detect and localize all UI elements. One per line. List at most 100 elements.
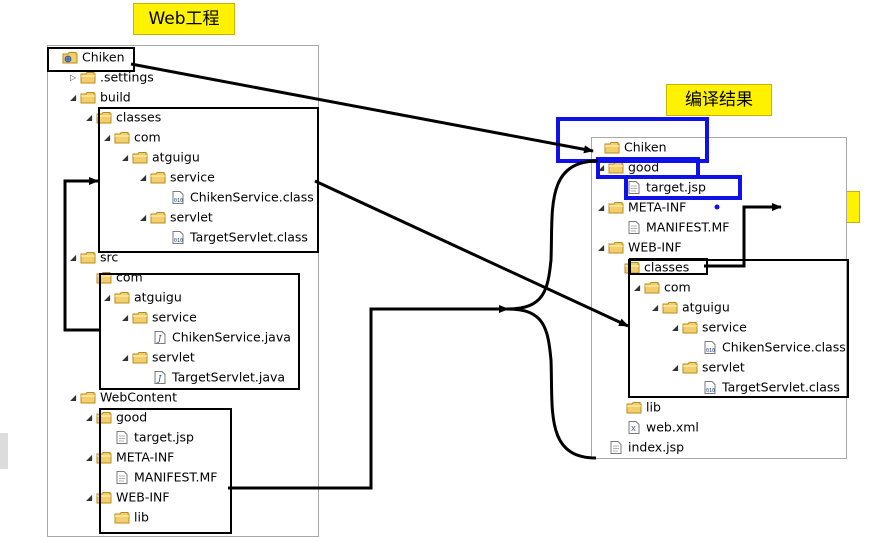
left-tree-item[interactable]: ◢ build xyxy=(70,87,131,107)
expander-icon[interactable]: ◢ xyxy=(70,392,77,402)
right-tree-item[interactable]: target.jsp xyxy=(616,177,706,197)
expander-icon[interactable]: ◢ xyxy=(140,212,147,222)
right-tree-item[interactable]: lib xyxy=(616,397,661,417)
expander-icon[interactable]: ▷ xyxy=(70,72,77,82)
left-tree-item[interactable]: ◢service xyxy=(122,307,197,327)
tree-item-label: TargetServlet.class xyxy=(722,379,840,395)
left-tree-item[interactable]: ◢atguigu xyxy=(122,147,200,167)
expander-icon[interactable]: ◢ xyxy=(634,282,641,292)
right-tree-item[interactable]: MANIFEST.MF xyxy=(616,217,730,237)
left-tree-item[interactable]: ◢classes xyxy=(86,107,161,127)
tree-item-label: META-INF xyxy=(116,449,175,465)
expander-icon[interactable]: ◢ xyxy=(104,292,111,302)
class-icon: 010 xyxy=(702,339,722,354)
expander-icon[interactable]: ◢ xyxy=(86,492,93,502)
expander-icon[interactable]: ◢ xyxy=(104,132,111,142)
tree-item-label: WEB-INF xyxy=(116,489,170,505)
java-icon: J xyxy=(152,329,172,344)
tree-item-label: src xyxy=(100,249,119,265)
expander-icon[interactable]: ◢ xyxy=(70,252,77,262)
folder-icon xyxy=(114,509,134,524)
tree-item-label: META-INF xyxy=(628,199,687,215)
expander-icon[interactable]: ◢ xyxy=(122,312,129,322)
right-tree-item[interactable]: ◢service xyxy=(672,317,747,337)
left-project-explorer xyxy=(47,45,319,537)
left-tree-item[interactable]: ◢service xyxy=(140,167,215,187)
folder-icon xyxy=(114,129,134,144)
left-tree-item[interactable]: ◢WebContent xyxy=(70,387,177,407)
tree-item-label: web.xml xyxy=(646,419,699,435)
left-tree-item[interactable]: ▷.settings xyxy=(70,67,154,87)
left-tree-item[interactable]: Chiken xyxy=(52,47,125,67)
tree-item-label: classes xyxy=(644,259,690,275)
right-tree-item[interactable]: Chiken xyxy=(594,137,667,157)
tree-item-label: servlet xyxy=(152,349,195,365)
tree-item-label: lib xyxy=(134,509,149,525)
right-tree-item[interactable]: ◢servlet xyxy=(672,357,745,377)
left-project-root-box xyxy=(47,47,135,72)
right-tree-item[interactable]: ◢atguigu xyxy=(652,297,730,317)
right-tree-item[interactable]: ◢good xyxy=(598,157,659,177)
expander-icon[interactable]: ◢ xyxy=(672,362,679,372)
file-icon xyxy=(626,219,646,234)
right-tree-item[interactable]: ◢ META-INF xyxy=(598,197,686,217)
left-tree-item[interactable]: target.jsp xyxy=(104,427,194,447)
expander-icon[interactable]: ◢ xyxy=(598,242,605,252)
xml-icon: X xyxy=(626,419,646,434)
class-icon: 010 xyxy=(702,379,722,394)
expander-icon[interactable]: ◢ xyxy=(70,92,77,102)
folder-icon xyxy=(682,359,702,374)
folder-icon xyxy=(682,319,702,334)
expander-icon[interactable]: ◢ xyxy=(86,412,93,422)
expander-icon[interactable]: ◢ xyxy=(122,152,129,162)
callout-web-project: Web工程 xyxy=(133,3,235,35)
left-tree-item[interactable]: ◢ servlet xyxy=(122,347,195,367)
tree-item-label: TargetServlet.class xyxy=(190,229,308,245)
marker-dot xyxy=(714,204,720,210)
tree-item-label: com xyxy=(134,129,161,145)
folder-icon xyxy=(662,299,682,314)
left-tree-item[interactable]: ◢ com xyxy=(104,127,161,147)
src-compile-arrow xyxy=(63,177,99,332)
left-tree-item[interactable]: lib xyxy=(104,507,149,527)
folder-icon xyxy=(80,69,100,84)
expander-icon[interactable]: ◢ xyxy=(86,112,93,122)
expander-icon[interactable]: ◢ xyxy=(598,162,605,172)
tree-item-label: WEB-INF xyxy=(628,239,682,255)
tree-item-label: com xyxy=(664,279,691,295)
tree-item-label: target.jsp xyxy=(646,179,706,195)
right-tree-item[interactable]: ◢ WEB-INF xyxy=(598,237,682,257)
class-icon: 010 xyxy=(170,229,190,244)
file-icon xyxy=(626,179,646,194)
folder-icon xyxy=(150,169,170,184)
file-icon xyxy=(608,439,628,454)
right-target-jsp-highlight xyxy=(624,175,742,200)
expander-icon[interactable]: ◢ xyxy=(652,302,659,312)
left-tree-item[interactable]: MANIFEST.MF xyxy=(104,467,218,487)
svg-text:J: J xyxy=(156,334,162,343)
right-tree-item[interactable]: ◢ com xyxy=(634,277,691,297)
left-tree-item[interactable]: ◢atguigu xyxy=(104,287,182,307)
tree-item-label: build xyxy=(100,89,131,105)
left-tree-item[interactable]: ◢ src xyxy=(70,247,118,267)
expander-icon[interactable]: ◢ xyxy=(140,172,147,182)
tree-item-label: Chiken xyxy=(624,139,667,155)
left-tree-item[interactable]: ◢servlet xyxy=(140,207,213,227)
java-icon: J xyxy=(152,369,172,384)
expander-icon[interactable]: ◢ xyxy=(672,322,679,332)
right-tree-item[interactable]: index.jsp xyxy=(598,437,684,457)
expander-icon[interactable]: ◢ xyxy=(122,352,129,362)
folder-icon xyxy=(150,209,170,224)
class-icon: 010 xyxy=(170,189,190,204)
expander-icon[interactable]: ◢ xyxy=(86,452,93,462)
project-icon xyxy=(62,49,82,64)
expander-icon[interactable]: ◢ xyxy=(598,202,605,212)
